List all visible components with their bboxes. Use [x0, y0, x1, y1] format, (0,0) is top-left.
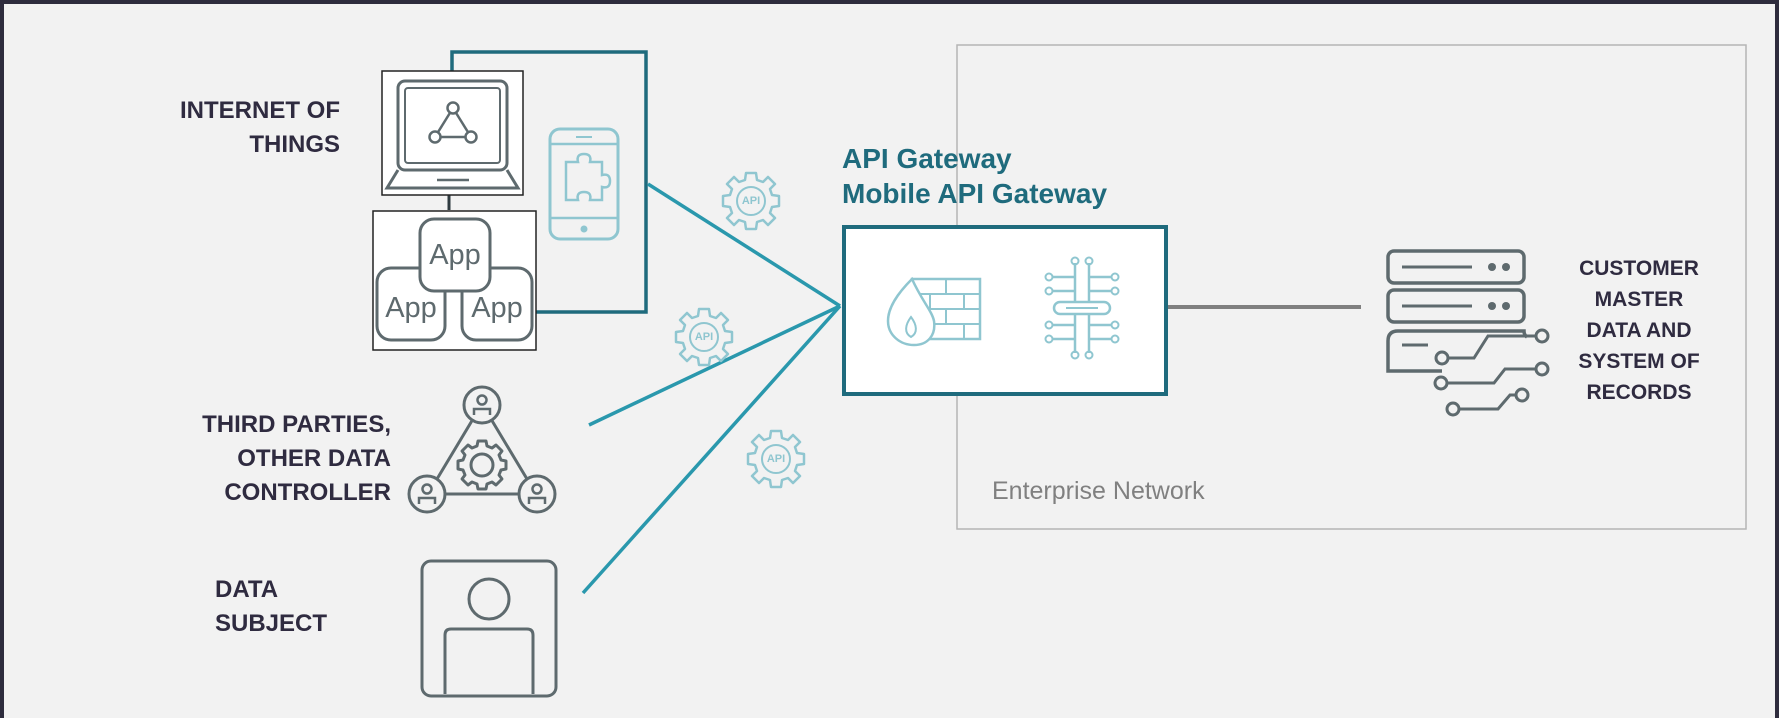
laptop-icon: [381, 70, 524, 196]
api-gear-icon-2: API: [673, 306, 735, 368]
apps-icon: App App App: [372, 210, 538, 352]
api-gear-label-1: API: [741, 195, 761, 207]
data-subject-label: DATA SUBJECT: [215, 576, 328, 637]
server-icon: [1386, 249, 1550, 417]
firewall-icon: [886, 276, 982, 347]
gateway-box: [842, 225, 1168, 396]
enterprise-network-label: Enterprise Network: [992, 477, 1205, 505]
customer-master-label: CUSTOMER MASTER DATA AND SYSTEM OF RECOR…: [1578, 257, 1700, 404]
iot-label: INTERNET OF THINGS: [180, 97, 340, 158]
circuit-icon: [1044, 256, 1120, 360]
api-gear-icon-3: API: [745, 428, 807, 490]
data-subject-connection-line: [581, 304, 842, 595]
connector-layer: [447, 44, 1747, 595]
diagram-canvas: App App App API API API: [4, 4, 1775, 718]
iot-bracket-line: [450, 50, 648, 314]
app-label-left: App: [385, 292, 437, 324]
iot-connection-line: [647, 182, 841, 308]
network-people-icon: [407, 385, 557, 514]
api-gear-icon-1: API: [720, 170, 782, 232]
third-parties-connection-line: [588, 304, 841, 427]
person-icon: [420, 559, 558, 698]
app-label-top: App: [429, 239, 481, 271]
api-gear-label-2: API: [694, 331, 714, 343]
gateway-title: API Gateway Mobile API Gateway: [842, 143, 1108, 209]
app-label-right: App: [471, 292, 523, 324]
api-gear-label-3: API: [766, 453, 786, 465]
third-parties-label: THIRD PARTIES, OTHER DATA CONTROLLER: [202, 411, 391, 506]
mobile-puzzle-icon: [548, 127, 620, 241]
